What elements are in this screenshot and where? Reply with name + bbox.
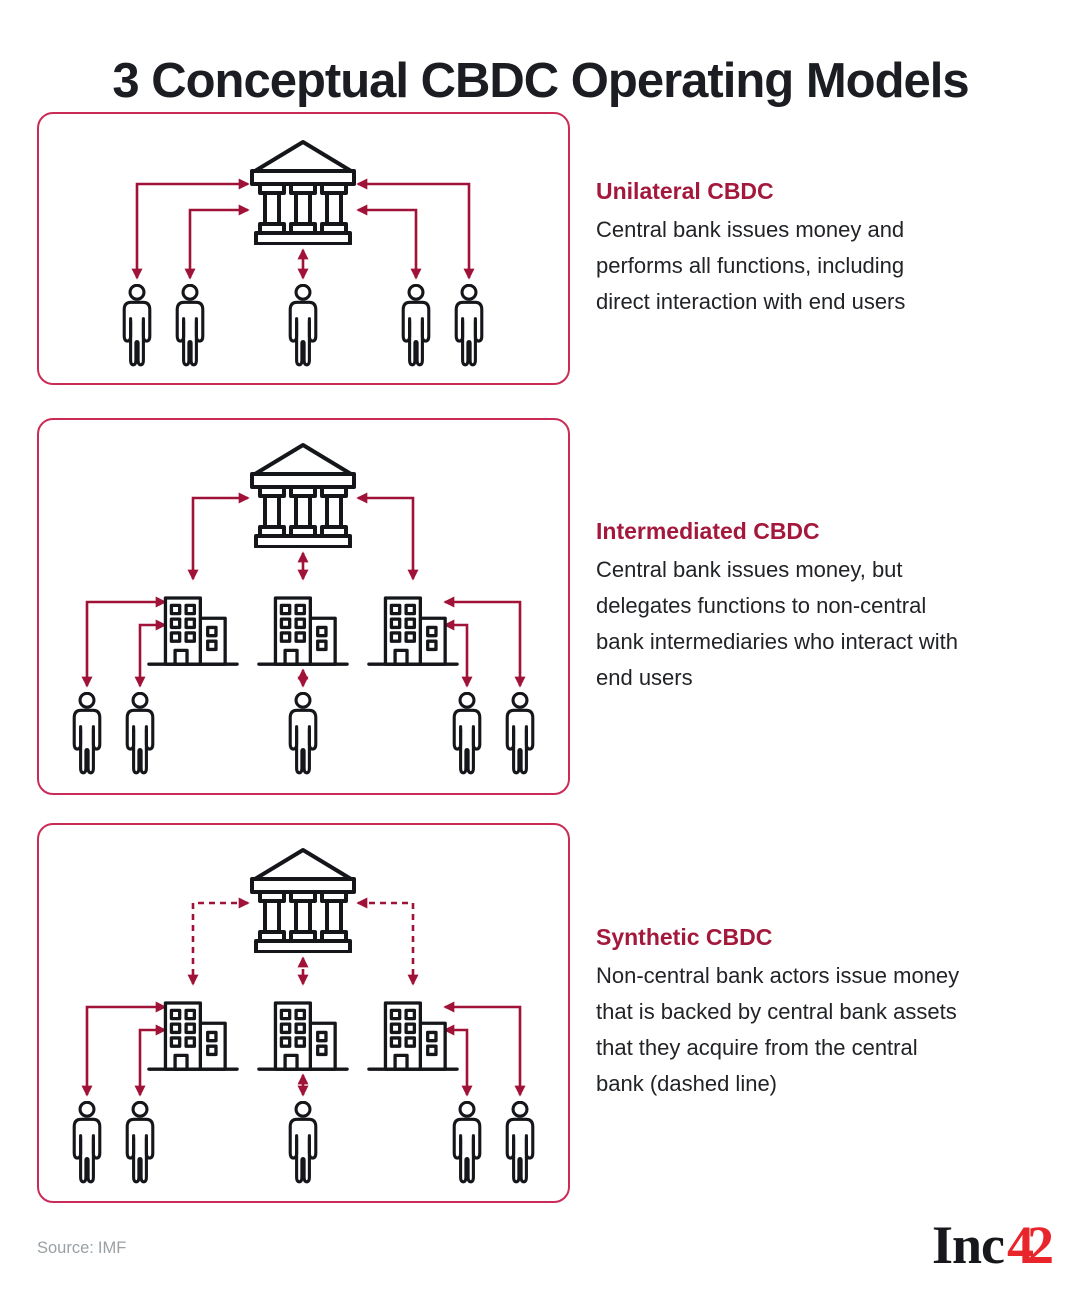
intermediated-heading: Intermediated CBDC	[596, 517, 820, 544]
person-icon	[505, 1101, 535, 1184]
arrow-connector	[134, 619, 167, 688]
source-note: Source:IMF	[37, 1239, 130, 1258]
synthetic-row: Synthetic CBDC Non-central bank actors i…	[37, 823, 1058, 1203]
person-icon	[401, 284, 431, 367]
arrow-connector	[134, 1024, 167, 1097]
arrow-connector	[81, 1001, 167, 1097]
office-building-icon	[367, 596, 459, 666]
person-icon	[72, 1101, 102, 1184]
arrow-connector	[443, 619, 473, 688]
person-icon	[288, 1101, 318, 1184]
panel-synthetic	[37, 823, 570, 1203]
diagram-canvas	[72, 848, 535, 1184]
person-icon	[125, 692, 155, 775]
logo-inc-text: Inc	[931, 1215, 1005, 1275]
person-icon	[288, 692, 318, 775]
intermediated-row: Intermediated CBDC Central bank issues m…	[37, 418, 1058, 795]
unilateral-heading: Unilateral CBDC	[596, 177, 774, 204]
arrow-connector	[184, 204, 250, 280]
intermediated-diagram	[39, 420, 568, 793]
synthetic-text-block: Synthetic CBDC Non-central bank actors i…	[596, 924, 1058, 1102]
unilateral-row: Unilateral CBDC Central bank issues mone…	[37, 112, 1058, 385]
arrow-connector	[356, 492, 419, 581]
diagram-canvas	[72, 443, 535, 775]
dashed-arrow-connector	[356, 897, 419, 986]
synthetic-diagram	[39, 825, 568, 1201]
unilateral-diagram	[39, 114, 568, 383]
office-building-icon	[147, 1001, 239, 1071]
arrow-connector	[356, 178, 475, 280]
person-icon	[505, 692, 535, 775]
person-icon	[175, 284, 205, 367]
bank-icon	[250, 848, 356, 953]
dashed-arrow-connector	[187, 897, 250, 986]
office-building-icon	[367, 1001, 459, 1071]
arrow-connector	[443, 1024, 473, 1097]
unilateral-description: Central bank issues money and performs a…	[596, 216, 906, 314]
person-icon	[72, 692, 102, 775]
source-label: Source:	[37, 1239, 94, 1257]
person-icon	[452, 692, 482, 775]
arrow-connector	[131, 178, 250, 280]
unilateral-text-block: Unilateral CBDC Central bank issues mone…	[596, 178, 1058, 320]
panel-unilateral	[37, 112, 570, 385]
arrow-connector	[443, 596, 526, 688]
arrow-connector	[81, 596, 167, 688]
synthetic-description: Non-central bank actors issue money that…	[596, 963, 960, 1096]
person-icon	[452, 1101, 482, 1184]
arrow-connector	[443, 1001, 526, 1097]
diagram-canvas	[122, 140, 484, 367]
office-building-icon	[147, 596, 239, 666]
logo-42-text: 42	[1007, 1215, 1054, 1275]
intermediated-description: Central bank issues money, but delegates…	[596, 556, 958, 690]
person-icon	[288, 284, 318, 367]
panel-intermediated	[37, 418, 570, 795]
arrow-connector	[187, 492, 250, 581]
arrow-connector	[356, 204, 422, 280]
source-value: IMF	[97, 1239, 127, 1257]
page-title: 3 Conceptual CBDC Operating Models	[112, 53, 969, 108]
bank-icon	[250, 443, 356, 548]
inc42-logo: Inc42	[931, 1215, 1054, 1275]
office-building-icon	[257, 596, 349, 666]
office-building-icon	[257, 1001, 349, 1071]
person-icon	[125, 1101, 155, 1184]
synthetic-heading: Synthetic CBDC	[596, 924, 773, 950]
person-icon	[454, 284, 484, 367]
person-icon	[122, 284, 152, 367]
bank-icon	[250, 140, 356, 245]
intermediated-text-block: Intermediated CBDC Central bank issues m…	[596, 518, 1058, 696]
